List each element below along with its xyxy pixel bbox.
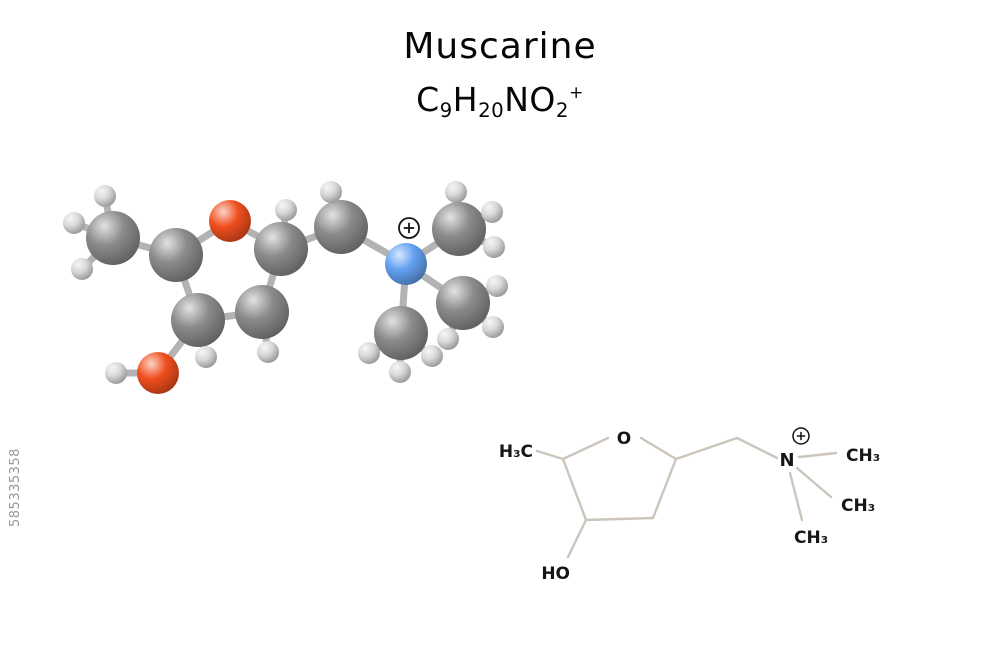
structure-bond xyxy=(561,436,610,461)
atom-H xyxy=(445,181,467,203)
atom-C xyxy=(86,211,140,265)
structure-bond xyxy=(651,457,678,520)
structure-bond xyxy=(566,518,588,559)
atom-H xyxy=(482,316,504,338)
formula-token: 9 xyxy=(439,98,453,122)
atom-H xyxy=(94,185,116,207)
structure-bond xyxy=(584,516,655,522)
atom-H xyxy=(437,328,459,350)
atom-N xyxy=(385,243,427,285)
structure-label: CH₃ xyxy=(846,446,880,466)
atom-O xyxy=(209,200,251,242)
formula-token: 20 xyxy=(478,98,505,122)
formula-token: C xyxy=(416,80,440,119)
structure-label: HO xyxy=(541,564,570,584)
atom-H xyxy=(63,212,85,234)
structure-bond xyxy=(735,436,779,460)
atom-C xyxy=(374,306,428,360)
structure-bond xyxy=(795,466,833,499)
formula-token: NO xyxy=(504,80,556,119)
chemical-formula: C9H20NO2+ xyxy=(0,80,1000,122)
atom-H xyxy=(481,201,503,223)
plus-charge-icon-3d xyxy=(398,217,420,239)
structure-bond xyxy=(788,471,804,522)
atom-C xyxy=(254,222,308,276)
structure-label: CH₃ xyxy=(841,496,875,516)
structure-label: O xyxy=(617,429,631,449)
atom-H xyxy=(257,341,279,363)
structure2d-group: H₃C O HO N CH₃ CH₃ CH₃ xyxy=(499,427,880,584)
formula-token: H xyxy=(452,80,479,119)
atom-H xyxy=(486,275,508,297)
atom-C xyxy=(149,228,203,282)
atom-H xyxy=(320,181,342,203)
atom-H xyxy=(421,345,443,367)
atom-C xyxy=(432,202,486,256)
atom-O xyxy=(137,352,179,394)
atom-H xyxy=(483,236,505,258)
structure-bond xyxy=(639,436,678,461)
atom-H xyxy=(275,199,297,221)
page-title: Muscarine xyxy=(403,26,597,67)
structure-label: N xyxy=(779,450,794,471)
atom-H xyxy=(389,361,411,383)
atom-C xyxy=(235,285,289,339)
formula-token: 2 xyxy=(555,98,569,122)
structure-bond xyxy=(561,457,588,522)
atom-C xyxy=(314,200,368,254)
structure-bond xyxy=(535,449,565,461)
atom-H xyxy=(105,362,127,384)
model3d-group xyxy=(63,181,508,394)
atom-H xyxy=(358,342,380,364)
structure-label: H₃C xyxy=(499,442,533,462)
plus-charge-icon-2d xyxy=(792,427,810,445)
watermark-id: 585335358 xyxy=(8,448,23,527)
atom-C xyxy=(436,276,490,330)
atom-H xyxy=(195,346,217,368)
structure-bond xyxy=(674,436,739,461)
structure-label: CH₃ xyxy=(794,528,828,548)
atom-H xyxy=(71,258,93,280)
formula-token: + xyxy=(569,83,584,104)
structure-bond xyxy=(797,451,838,459)
atom-C xyxy=(171,293,225,347)
